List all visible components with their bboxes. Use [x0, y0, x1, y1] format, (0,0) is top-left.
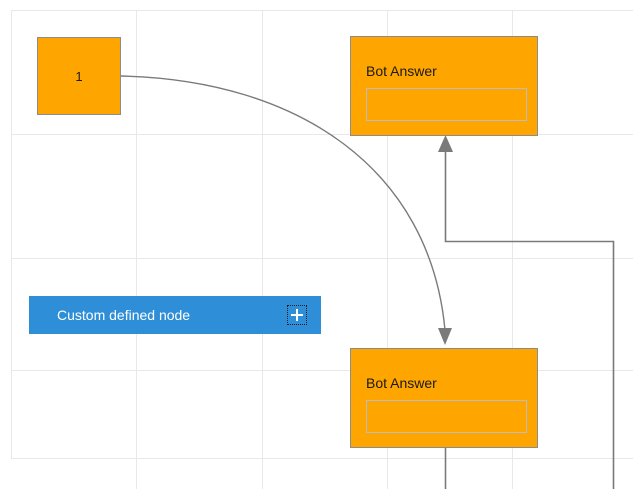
- node-bot-answer-bottom-title: Bot Answer: [366, 375, 437, 391]
- custom-defined-node-label: Custom defined node: [57, 307, 191, 323]
- node-bot-answer-top[interactable]: Bot Answer: [350, 36, 538, 136]
- node-bot-answer-top-title: Bot Answer: [366, 63, 437, 79]
- node-bot-answer-bottom-field[interactable]: [366, 400, 527, 433]
- custom-defined-node-button[interactable]: Custom defined node: [29, 296, 321, 334]
- plus-icon[interactable]: [287, 305, 307, 325]
- node-bot-answer-bottom[interactable]: Bot Answer: [350, 348, 538, 448]
- connector-start-to-bot-answer-bottom: [120, 75, 452, 345]
- node-start[interactable]: 1: [37, 37, 121, 115]
- connector-bot-answer-bottom-to-top: [438, 135, 615, 489]
- node-bot-answer-top-field[interactable]: [366, 88, 527, 121]
- node-start-label: 1: [75, 68, 83, 84]
